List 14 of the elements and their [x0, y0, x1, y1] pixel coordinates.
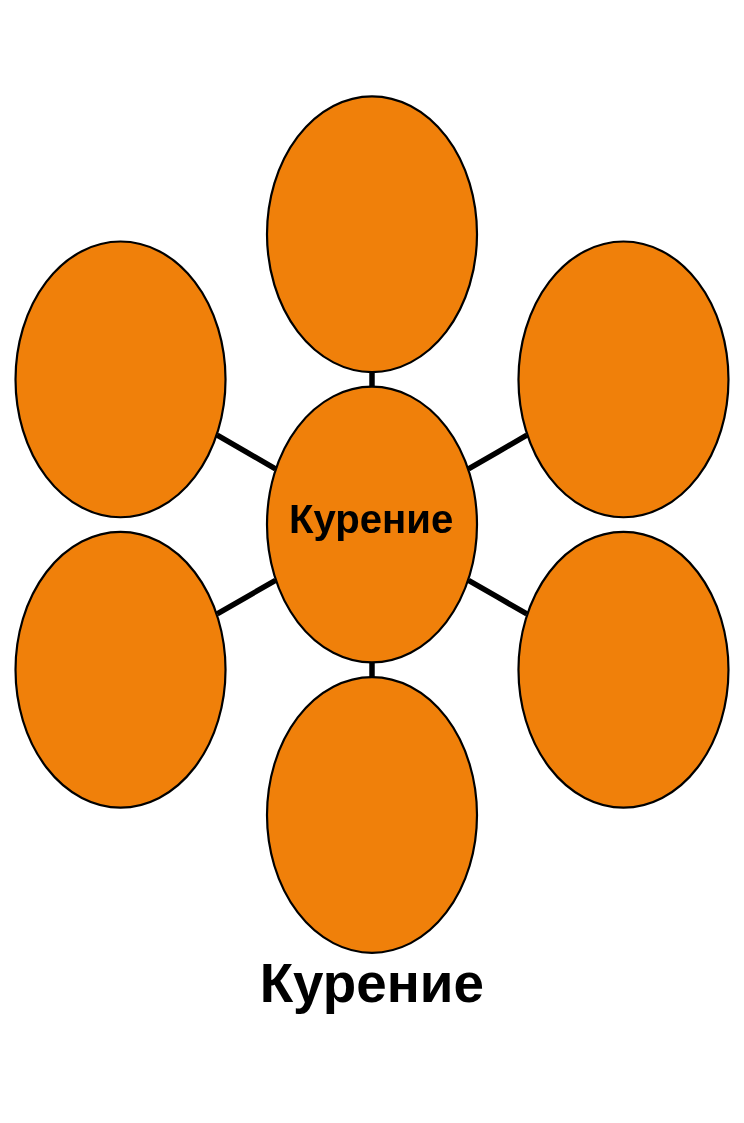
connector	[467, 577, 529, 616]
node-ellipse: Курение	[265, 385, 479, 664]
connector	[369, 662, 375, 677]
connector	[215, 432, 277, 471]
connector	[467, 432, 529, 471]
node-ellipse	[14, 239, 227, 518]
node-ellipse	[265, 94, 479, 373]
node-ellipse	[265, 675, 479, 954]
connector	[215, 577, 277, 616]
connector	[369, 371, 375, 386]
node-ellipse	[517, 530, 730, 809]
caption: Курение	[259, 951, 484, 1014]
node-ellipse	[517, 239, 730, 518]
node-ellipse	[14, 530, 227, 809]
